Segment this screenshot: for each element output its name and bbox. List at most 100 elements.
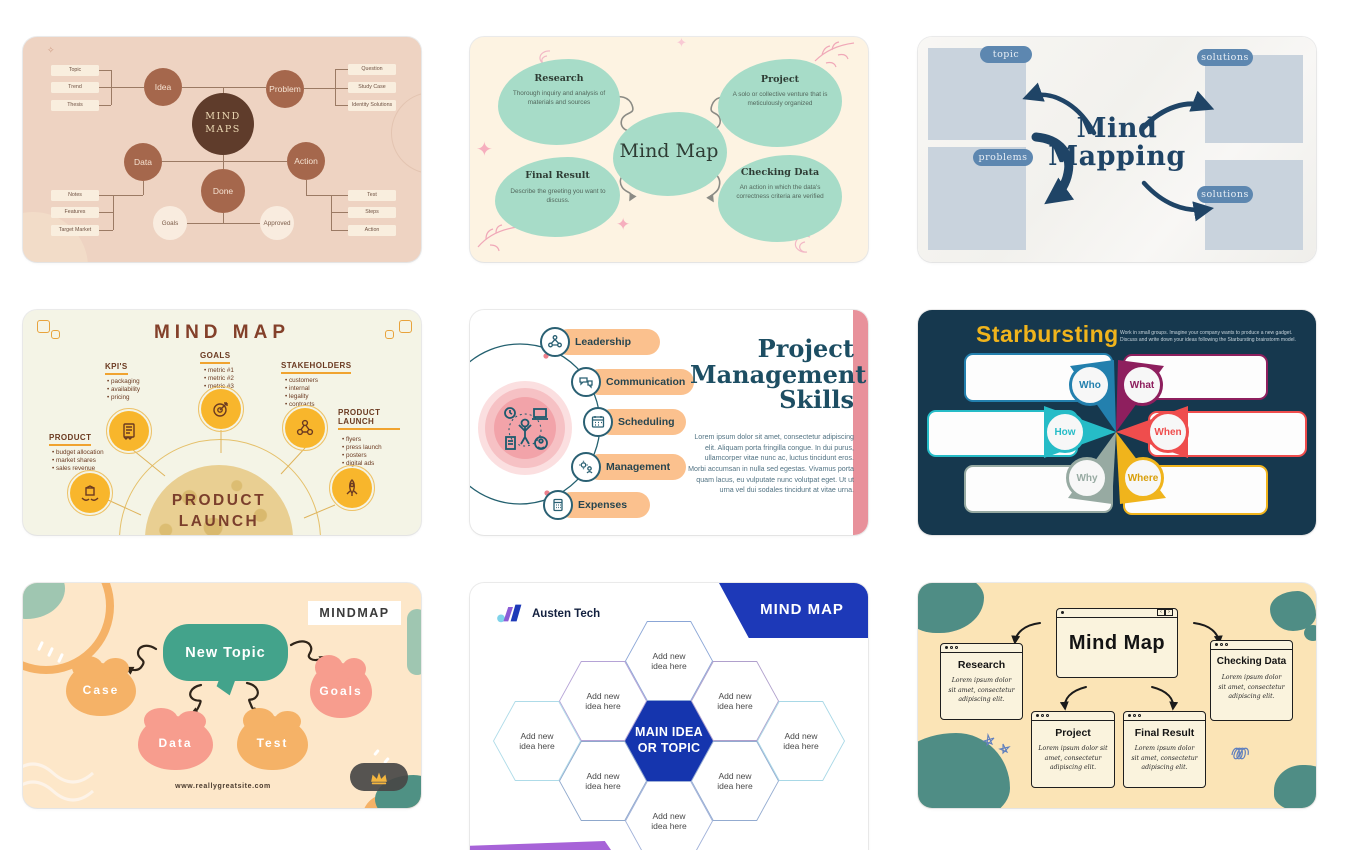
side-accent-band: [853, 310, 868, 535]
blob-title: Final Result: [525, 170, 590, 181]
window-dot: [1041, 714, 1044, 717]
connector-line: [143, 181, 144, 195]
arrows-and-doodles: [982, 622, 1249, 760]
template-card-mindmap-clouds[interactable]: MINDMAP New Topic Case Goals Data Test w…: [23, 583, 421, 808]
leaf-box-action: Action: [348, 225, 396, 236]
window-research: Research Lorem ipsum dolor sit amet, con…: [940, 643, 1023, 720]
connector-line: [99, 105, 111, 106]
connector-line: [99, 212, 113, 213]
blob-checking-data: Checking Data An action in which the dat…: [718, 155, 842, 242]
template-card-product-launch[interactable]: MIND MAP PRODUCT LAUNCH KPI'S packaging …: [23, 310, 421, 535]
list-item: availability: [107, 386, 140, 394]
node-label: Approved: [263, 219, 291, 227]
template-card-austen-tech-hex[interactable]: MIND MAP Austen Tech Add new idea here A…: [470, 583, 868, 850]
list-item: pricing: [107, 394, 140, 402]
hex-cell: Add new idea here: [559, 661, 647, 741]
center-topic-bubble: New Topic: [163, 624, 288, 681]
window-project: Project Lorem ipsum dolor sit amet, cons…: [1031, 711, 1115, 788]
rocket-icon: [329, 465, 375, 511]
window-dot: [950, 646, 953, 649]
hex-cell: Add new idea here: [691, 661, 779, 741]
center-title-line-2: LAUNCH: [178, 513, 260, 530]
austen-tech-logo-icon: [497, 604, 522, 623]
forward-icon: ›: [1165, 609, 1173, 616]
template-card-mind-map-windows[interactable]: ‹ › Mind Map Research Lorem ipsum dolor …: [918, 583, 1316, 808]
template-card-mind-maps-brown[interactable]: ✧ MIND MAPS Idea Problem Data Action: [23, 37, 421, 262]
window-title: Research: [957, 659, 1006, 671]
window-titlebar: [1211, 641, 1292, 650]
blob-title: Project: [760, 74, 800, 85]
window-checking-data: Checking Data Lorem ipsum dolor sit amet…: [1210, 640, 1293, 721]
question-circle-how: How: [1044, 411, 1086, 453]
hex-cell: Add new idea here: [625, 781, 713, 850]
expenses-icon: [543, 490, 573, 520]
main-window: ‹ › Mind Map: [1056, 608, 1178, 678]
window-titlebar: ‹ ›: [1057, 609, 1177, 618]
list-item: digital ads: [342, 460, 382, 468]
window-body: Lorem ipsum dolor sit amet, consectetur …: [948, 677, 1015, 704]
back-icon: ‹: [1157, 609, 1165, 616]
navy-arrows: [1022, 82, 1215, 222]
connector-line: [331, 212, 348, 213]
window-titlebar: [941, 644, 1022, 653]
connector-lines: [107, 430, 336, 519]
list-item: posters: [342, 452, 382, 460]
hex-cell: Add new idea here: [625, 621, 713, 701]
arc-decoration: [23, 583, 114, 674]
node-problem: Problem: [266, 70, 304, 108]
square-decoration: [51, 330, 60, 339]
section-items-kpis: packaging availability pricing: [107, 378, 140, 402]
card-title: Project Management Skills: [690, 334, 867, 415]
blob-decoration: [1304, 625, 1316, 641]
square-decoration: [399, 320, 412, 333]
connector-line: [223, 87, 224, 94]
template-card-mind-map-mint[interactable]: ✦ ✦ ✦ Mind Map Research Thorough inquiry…: [470, 37, 868, 262]
center-title-line-1: PRODUCT: [171, 492, 267, 509]
window-dot: [1061, 611, 1064, 614]
card-title: Mind Map: [619, 140, 719, 162]
node-label: Action: [294, 156, 318, 166]
target-icon: [198, 386, 244, 432]
body-text: Lorem ipsum dolor sit amet, consectetur …: [688, 433, 854, 495]
center-node: MIND MAPS: [192, 93, 254, 155]
hex-cell: Add new idea here: [757, 701, 845, 781]
window-final-result: Final Result Lorem ipsum dolor sit amet,…: [1123, 711, 1206, 788]
hex-label: Add new idea here: [717, 770, 753, 791]
leaf-box-identity-solutions: Identity Solutions: [348, 100, 396, 111]
node-done: Done: [201, 169, 245, 213]
list-item: budget allocation: [52, 449, 104, 457]
header-title: MIND MAP: [760, 601, 844, 618]
leaf-box-study-case: Study Case: [348, 82, 396, 93]
list-item: customers: [285, 377, 318, 385]
list-item: legality: [285, 393, 318, 401]
label-pill-solutions-bottom: solutions: [1197, 186, 1253, 203]
skill-pill-leadership: Leadership: [555, 329, 660, 355]
window-titlebar: [1032, 712, 1114, 721]
node-label: Problem: [269, 84, 301, 94]
template-card-starbursting[interactable]: Starbursting Work in small groups. Imagi…: [918, 310, 1316, 535]
list-item: metric #1: [204, 367, 234, 375]
window-dot: [1036, 714, 1039, 717]
blob-desc: An action in which the data's correctnes…: [736, 184, 824, 201]
leaf-box-steps: Steps: [348, 207, 396, 218]
blob-desc: Thorough inquiry and analysis of materia…: [512, 90, 606, 107]
star-icon: ✦: [676, 37, 687, 50]
question-circle-why: Why: [1066, 457, 1108, 499]
starburst-petals: [1044, 360, 1188, 504]
connector-line: [335, 69, 336, 105]
list-item: metric #3: [204, 383, 234, 391]
bill-icon: [106, 408, 152, 454]
window-dot: [1138, 714, 1141, 717]
leaf-box-question: Question: [348, 64, 396, 75]
window-dot: [1215, 643, 1218, 646]
template-card-project-management-skills[interactable]: Leadership Communication Scheduling Mana…: [470, 310, 868, 535]
window-dot: [1128, 714, 1131, 717]
list-item: press launch: [342, 444, 382, 452]
template-card-mind-mapping-paper[interactable]: topic solutions problems solutions Mind …: [918, 37, 1316, 262]
section-title-kpis: KPI'S: [105, 362, 128, 376]
window-titlebar: [1124, 712, 1205, 721]
leaf-box-topic: Topic: [51, 65, 99, 76]
hex-label: Add new idea here: [519, 730, 555, 751]
leaf-box-trend: Trend: [51, 82, 99, 93]
